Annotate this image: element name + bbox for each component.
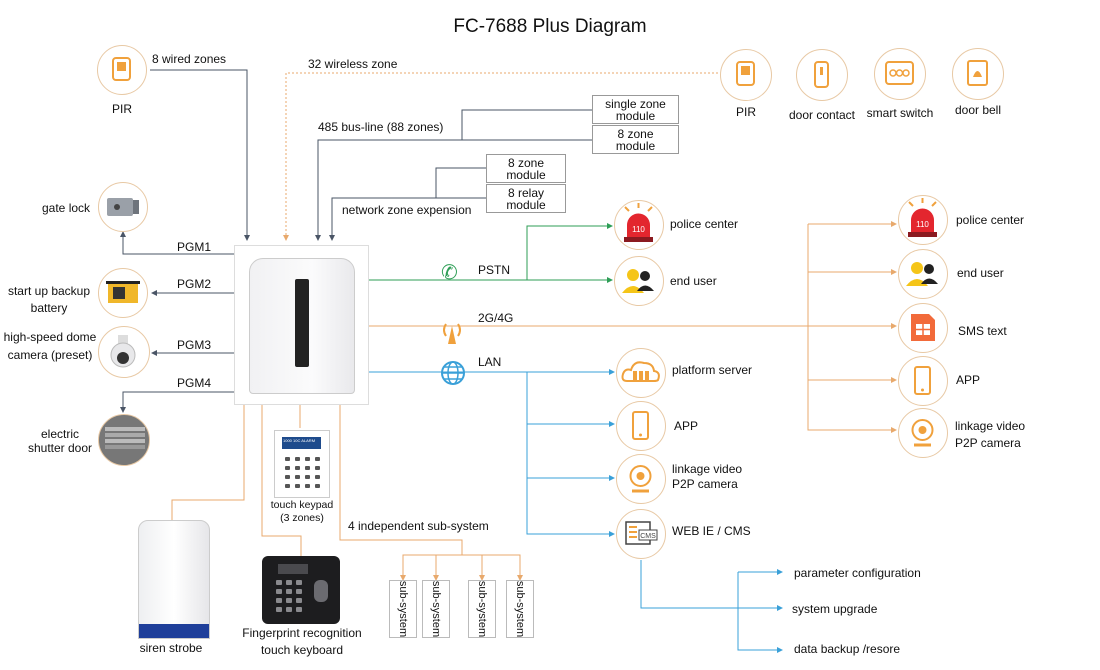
phone-icon: ✆	[441, 262, 458, 284]
pstn-label: PSTN	[478, 263, 511, 277]
keypad-screen-text: 1000 10C ALARM	[283, 438, 316, 443]
subsystem-box: sub-system	[506, 580, 534, 638]
pir-sensor-icon	[97, 45, 147, 95]
pir-left-label: PIR	[112, 102, 133, 116]
pstn-end-user-label: end user	[670, 274, 717, 288]
mobile-label: 2G/4G	[478, 311, 514, 325]
gate-lock-label: gate lock	[42, 201, 91, 215]
pgm3-label: PGM3	[177, 338, 212, 352]
door-contact-icon	[796, 49, 848, 101]
shutter-door-icon	[98, 414, 150, 466]
subsystem-box: sub-system	[422, 580, 450, 638]
single-zone-module: single zone module	[592, 95, 679, 124]
pgm4-label: PGM4	[177, 376, 212, 390]
pstn-police-center-label: police center	[670, 217, 739, 231]
fingerprint-keyboard-device	[262, 556, 340, 624]
siren-strobe-device	[138, 520, 210, 639]
system-upgrade-label: system upgrade	[792, 602, 878, 616]
door-contact-label: door contact	[788, 108, 856, 122]
platform-server-icon	[616, 348, 666, 398]
backup-battery-label: start up backup battery	[7, 284, 91, 315]
wireless-pir-label: PIR	[735, 105, 756, 119]
p2p-camera-icon	[616, 454, 666, 504]
fingerprint-line	[261, 403, 302, 556]
touch-keypad-label: touch keypad (3 zones)	[270, 499, 334, 524]
smart-switch-label: smart switch	[866, 106, 934, 120]
p2p-camera-icon	[898, 408, 948, 458]
mobile-police-center-label: police center	[956, 213, 1025, 227]
wireless-zone-label: 32 wireless zone	[308, 57, 398, 71]
police-siren-icon: 110	[898, 195, 948, 245]
shutter-door-label: electric shutter door	[27, 427, 93, 455]
eight-relay-module: 8 relay module	[486, 184, 566, 213]
cms-function-line	[640, 560, 783, 611]
pgm4-line	[120, 391, 234, 413]
diagram-title: FC-7688 Plus Diagram	[453, 16, 647, 37]
wireless-zone-line	[283, 72, 718, 241]
platform-server-label: platform server	[672, 363, 753, 377]
sms-sim-icon	[898, 303, 948, 353]
eight-zone-module-b: 8 zone module	[486, 154, 566, 183]
subsystem-box: sub-system	[389, 580, 417, 638]
subsystem-caption: 4 independent sub-system	[348, 519, 489, 533]
control-panel	[234, 245, 369, 405]
antenna-icon	[443, 323, 461, 344]
bus-line-label: 485 bus-line (88 zones)	[318, 120, 444, 134]
app-phone-icon	[616, 401, 666, 451]
end-user-icon	[614, 256, 664, 306]
data-backup-label: data backup /resore	[794, 642, 901, 656]
pgm1-label: PGM1	[177, 240, 212, 254]
siren-line	[171, 403, 245, 520]
fingerprint-label: Fingerprint recognition touch keyboard	[242, 626, 362, 657]
police-siren-icon: 110	[614, 200, 664, 250]
lan-p2p-camera-label: linkage video P2P camera	[672, 462, 743, 491]
lan-app-label: APP	[674, 419, 699, 433]
globe-icon	[441, 361, 465, 385]
pgm1-line	[120, 231, 234, 255]
parameter-configuration-label: parameter configuration	[794, 566, 921, 580]
pir-sensor-icon	[720, 49, 772, 101]
gate-lock-icon	[98, 182, 148, 232]
mobile-end-user-label: end user	[957, 266, 1004, 280]
police-badge-text: 110	[916, 220, 929, 229]
mobile-p2p-camera-label: linkage video P2P camera	[955, 419, 1026, 450]
app-phone-icon	[898, 356, 948, 406]
pgm2-label: PGM2	[177, 277, 212, 291]
police-badge-text: 110	[632, 225, 645, 234]
siren-strobe-label: siren strobe	[139, 641, 203, 655]
end-user-icon	[898, 249, 948, 299]
door-bell-label: door bell	[954, 103, 1002, 117]
dome-camera-label: high-speed dome camera (preset)	[3, 330, 97, 362]
lan-label: LAN	[478, 355, 502, 369]
generator-icon	[98, 268, 148, 318]
web-cms-label: WEB IE / CMS	[672, 524, 751, 538]
subsystem-line	[339, 403, 463, 581]
cms-badge-text: CMS	[640, 533, 656, 540]
eight-zone-module-a: 8 zone module	[592, 125, 679, 154]
wired-zones-label: 8 wired zones	[152, 52, 227, 66]
sms-text-label: SMS text	[958, 324, 1007, 338]
touch-keypad-device: 1000 10C ALARM	[274, 430, 330, 498]
mobile-app-label: APP	[956, 373, 981, 387]
smart-switch-icon	[874, 48, 926, 100]
wired-zones-line	[150, 69, 250, 241]
network-expansion-label: network zone expension	[342, 203, 472, 217]
subsystem-box: sub-system	[468, 580, 496, 638]
door-bell-icon	[952, 48, 1004, 100]
web-cms-icon: CMS	[616, 509, 666, 559]
dome-camera-icon	[98, 326, 150, 378]
